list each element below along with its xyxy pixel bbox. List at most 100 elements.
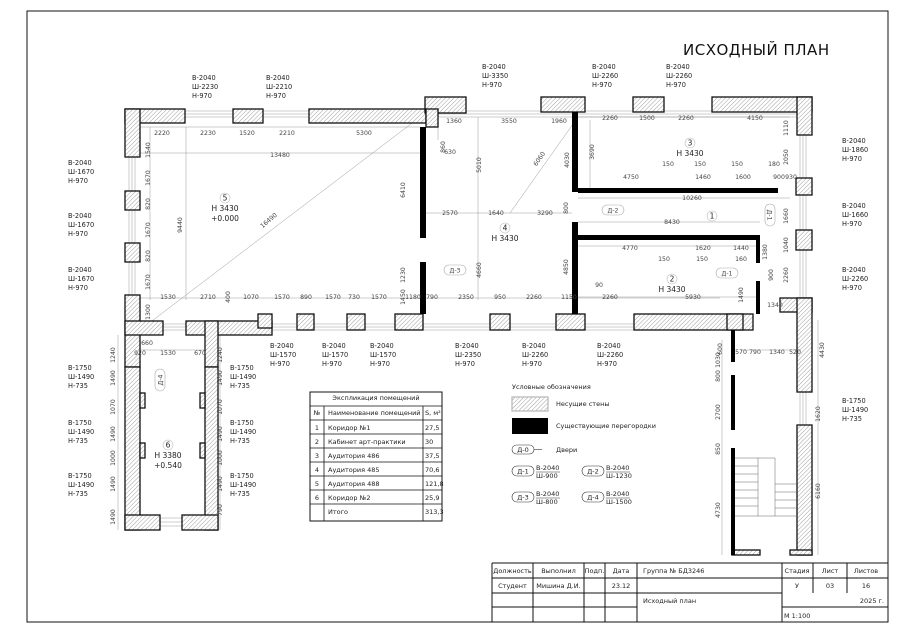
dimension-label: 2570 [442, 210, 458, 217]
door-tag-label: Д-3 [449, 268, 460, 275]
dimension-label: 1530 [160, 350, 176, 357]
window-spec-line: В-2040 [482, 63, 506, 71]
dimension-label: 1000 [110, 450, 117, 466]
sheets-label: Листов [854, 567, 878, 575]
dimension-label: 1670 [145, 274, 152, 290]
dimension-label: 1490 [110, 370, 117, 386]
dimension-label: 4850 [563, 259, 570, 275]
dimension-label: 900 [773, 174, 785, 181]
staircase [735, 457, 797, 517]
window-spec-line: Н-970 [192, 92, 212, 100]
explication-cell: Аудитория 486 [328, 452, 380, 460]
explication-cell: 1 [315, 424, 319, 432]
dimension-label: 6060 [532, 151, 547, 168]
window-spec-line: Ш-1490 [230, 373, 256, 381]
dimension-label: 1660 [783, 208, 790, 224]
room-number: 1 [710, 212, 715, 221]
room-height: Н 3380 [154, 451, 181, 460]
dimension-label: 1490 [217, 476, 224, 492]
dimension-label: 600 [717, 343, 724, 355]
window-spec-line: Н-970 [522, 360, 542, 368]
dimension-label: 1670 [145, 170, 152, 186]
window-spec-line: Ш-1670 [68, 221, 94, 229]
dimension-label: 1030 [715, 352, 722, 368]
dimension-label: 950 [494, 294, 506, 301]
dimension-label: 1570 [371, 294, 387, 301]
dimension-label: 90 [595, 282, 603, 289]
dimension-label: 1070 [217, 399, 224, 415]
bearing-walls [124, 96, 813, 556]
room-height: +0.000 [211, 214, 239, 223]
window-spec-line: Н-970 [842, 155, 862, 163]
dimension-label: 1530 [160, 294, 176, 301]
door-type-width: Ш-1230 [606, 472, 632, 480]
window-spec-line: Ш-1490 [842, 406, 868, 414]
room-number-marker [706, 210, 718, 222]
room-height: Н 3430 [658, 285, 685, 294]
dimension-label: 2220 [154, 130, 170, 137]
window-spec-line: В-2040 [270, 342, 294, 350]
room-height: +0.540 [154, 461, 182, 470]
dimension-label: 1340 [767, 302, 783, 309]
dimension-label: 890 [300, 294, 312, 301]
dimension-label: 4660 [476, 262, 483, 278]
group-number: Группа № БД3246 [643, 567, 704, 575]
dimension-label: 790 [217, 504, 224, 516]
window-spec-line: Ш-1660 [842, 211, 868, 219]
dimension-label: 150 [662, 161, 674, 168]
window-spec-line: В-1750 [842, 397, 866, 405]
dimension-label: 160 [735, 256, 747, 263]
window-spec-line: В-2040 [68, 159, 92, 167]
window-spec-line: Н-970 [68, 177, 88, 185]
dimension-label: 1490 [738, 287, 745, 303]
dimension-label: 1000 [217, 450, 224, 466]
door-tag-label: Д-1 [766, 209, 773, 220]
explication-cell: 4 [315, 466, 319, 474]
door-type-oval [581, 465, 605, 477]
room-number: 5 [223, 194, 228, 203]
bearing-wall-swatch [511, 396, 549, 412]
partitions [420, 112, 778, 555]
title-block-header: Дата [613, 567, 630, 575]
dimension-label: 1670 [145, 222, 152, 238]
explication-cell: 25,9 [425, 494, 439, 502]
dimension-label: 6160 [815, 483, 822, 499]
explication-cell: Итого [328, 508, 348, 516]
explication-cell: 121,8 [425, 480, 444, 488]
window-spec-line: В-2040 [592, 63, 616, 71]
window-spec-line: Ш-1570 [370, 351, 396, 359]
window-spec-line: Ш-2260 [842, 275, 868, 283]
dimension-label: 180 [768, 161, 780, 168]
sheets-value: 16 [862, 582, 870, 590]
explication-cell: 3 [315, 452, 319, 460]
explication-cell: Аудитория 488 [328, 480, 380, 488]
room-number: 6 [166, 441, 171, 450]
dimension-label: 1620 [815, 406, 822, 422]
window-spec-line: Н-970 [270, 360, 290, 368]
door-type-tag: Д-4 [587, 494, 599, 502]
dimension-label: 2700 [715, 404, 722, 420]
dimension-label: 150 [731, 161, 743, 168]
dimension-label: 4430 [819, 342, 826, 358]
window-spec-line: В-2040 [68, 266, 92, 274]
window-spec-line: Ш-1570 [322, 351, 348, 359]
dimension-label: 1490 [110, 426, 117, 442]
window-spec-line: В-2040 [666, 63, 690, 71]
dimension-label: 660 [141, 340, 153, 347]
dimension-label: 1150 [561, 294, 577, 301]
dimension-label: 5300 [356, 130, 372, 137]
title-block-value: Студент [498, 582, 527, 590]
dimension-label: 1040 [783, 237, 790, 253]
dimension-label: 520 [789, 349, 801, 356]
dimension-label: 930 [785, 174, 797, 181]
room-number: 2 [670, 275, 675, 284]
explication-title: Экспликация помещений [332, 394, 419, 402]
dimension-label: 1450 [400, 289, 407, 305]
